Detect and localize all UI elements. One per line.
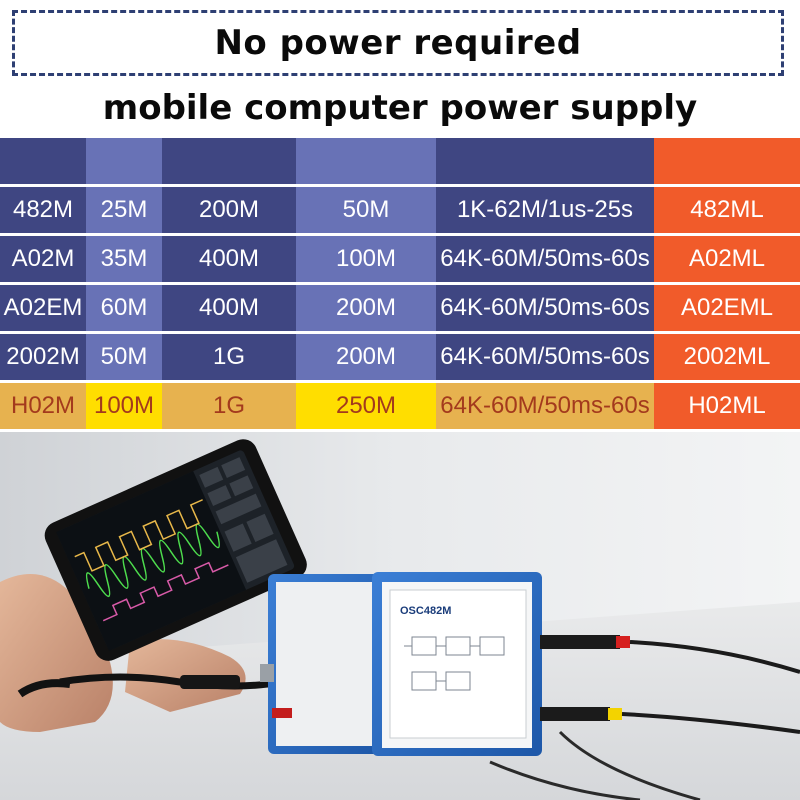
model-cell: 482M: [0, 187, 86, 233]
spec-cell: 50M: [86, 334, 162, 380]
circuit-diagram: [404, 636, 505, 691]
usb-connector: [180, 675, 240, 689]
spec-cell: 400M: [162, 285, 296, 331]
spec-cell: 1G: [162, 383, 296, 429]
table-header-row: [0, 138, 800, 184]
variant-cell: A02EML: [654, 285, 800, 331]
spec-cell: 100M: [296, 236, 436, 282]
headline-text: No power required: [214, 23, 582, 63]
range-cell: 1K-62M/1us-25s: [436, 187, 654, 233]
header-cell: [436, 138, 654, 184]
header-cell: [654, 138, 800, 184]
spec-cell: 200M: [296, 334, 436, 380]
spec-cell: 35M: [86, 236, 162, 282]
phone-control-panel: [199, 457, 288, 583]
model-cell: A02EM: [0, 285, 86, 331]
spec-cell: 400M: [162, 236, 296, 282]
probe-cables: [489, 635, 800, 800]
spec-cell: 200M: [162, 187, 296, 233]
waveform-display: [74, 499, 229, 622]
power-led: [272, 708, 292, 718]
subtitle-text: mobile computer power supply: [102, 88, 698, 128]
model-cell: H02M: [0, 383, 86, 429]
range-cell: 64K-60M/50ms-60s: [436, 236, 654, 282]
model-cell: 2002M: [0, 334, 86, 380]
usb-cable-end: [17, 679, 71, 698]
table-row: 2002M 50M 1G 200M 64K-60M/50ms-60s 2002M…: [0, 334, 800, 380]
oscilloscope-device: OSC482M: [260, 572, 542, 756]
spec-cell: 25M: [86, 187, 162, 233]
spec-cell: 1G: [162, 334, 296, 380]
table-row-highlighted: H02M 100M 1G 250M 64K-60M/50ms-60s H02ML: [0, 383, 800, 429]
variant-cell: A02ML: [654, 236, 800, 282]
device-label-panel: [389, 589, 527, 739]
product-photo: OSC482M: [0, 432, 800, 800]
model-cell: A02M: [0, 236, 86, 282]
range-cell: 64K-60M/50ms-60s: [436, 334, 654, 380]
table-row: A02M 35M 400M 100M 64K-60M/50ms-60s A02M…: [0, 236, 800, 282]
variant-cell: 2002ML: [654, 334, 800, 380]
header-cell: [0, 138, 86, 184]
spec-cell: 60M: [86, 285, 162, 331]
headline-banner: No power required: [12, 10, 784, 76]
range-cell: 64K-60M/50ms-60s: [436, 383, 654, 429]
table-row: 482M 25M 200M 50M 1K-62M/1us-25s 482ML: [0, 187, 800, 233]
usb-cable: [59, 673, 281, 690]
header-cell: [296, 138, 436, 184]
device-model-label: OSC482M: [400, 605, 451, 617]
table-row: A02EM 60M 400M 200M 64K-60M/50ms-60s A02…: [0, 285, 800, 331]
spec-cell: 100M: [86, 383, 162, 429]
spec-cell: 250M: [296, 383, 436, 429]
variant-cell: H02ML: [654, 383, 800, 429]
spec-cell: 200M: [296, 285, 436, 331]
usb-port: [260, 664, 274, 682]
variant-cell: 482ML: [654, 187, 800, 233]
header-cell: [86, 138, 162, 184]
spec-cell: 50M: [296, 187, 436, 233]
smartphone: [44, 439, 307, 661]
range-cell: 64K-60M/50ms-60s: [436, 285, 654, 331]
header-cell: [162, 138, 296, 184]
